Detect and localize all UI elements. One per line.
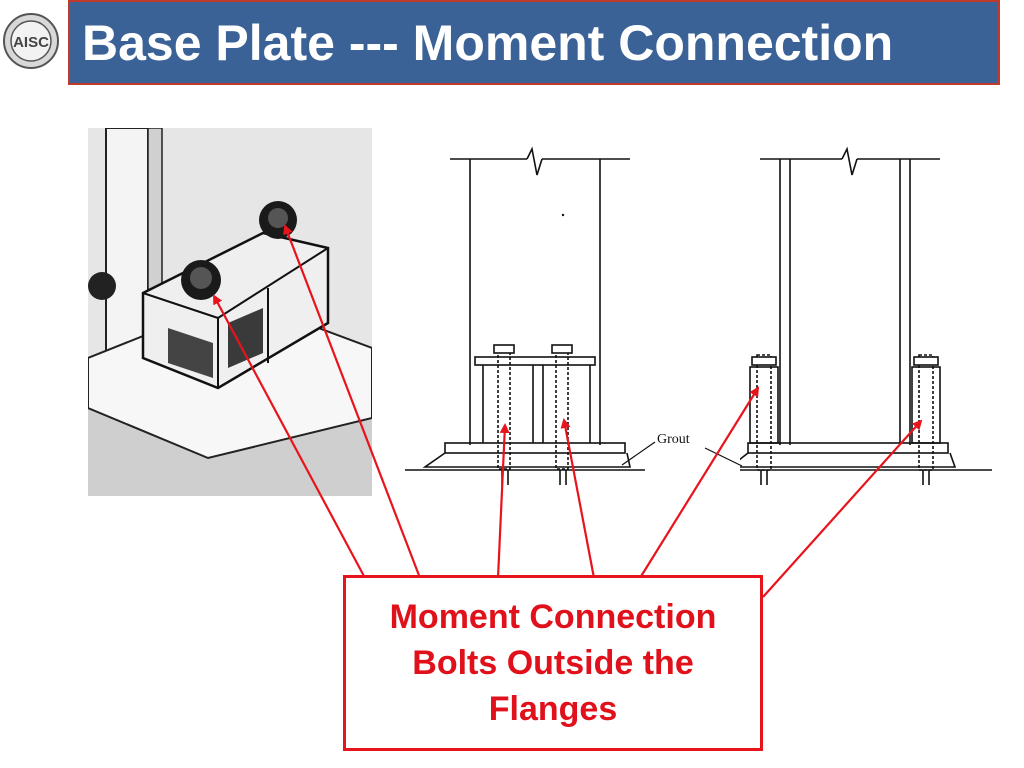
callout-line-3: Flanges — [488, 690, 618, 728]
title-bar: Base Plate --- Moment Connection — [68, 0, 1000, 85]
callout-line-1: Moment Connection — [389, 598, 717, 636]
logo-text: AISC — [13, 34, 49, 51]
callout-box: Moment Connection Bolts Outside the Flan… — [343, 575, 763, 751]
callout-line-2: Bolts Outside the — [412, 644, 694, 682]
section-drawing-right — [740, 146, 992, 485]
aisc-logo: AISC — [3, 13, 59, 69]
base-plate-photo — [88, 128, 372, 496]
grout-label: Grout — [657, 432, 690, 447]
slide-title: Base Plate --- Moment Connection — [82, 15, 894, 71]
section-drawing-left — [405, 146, 645, 485]
